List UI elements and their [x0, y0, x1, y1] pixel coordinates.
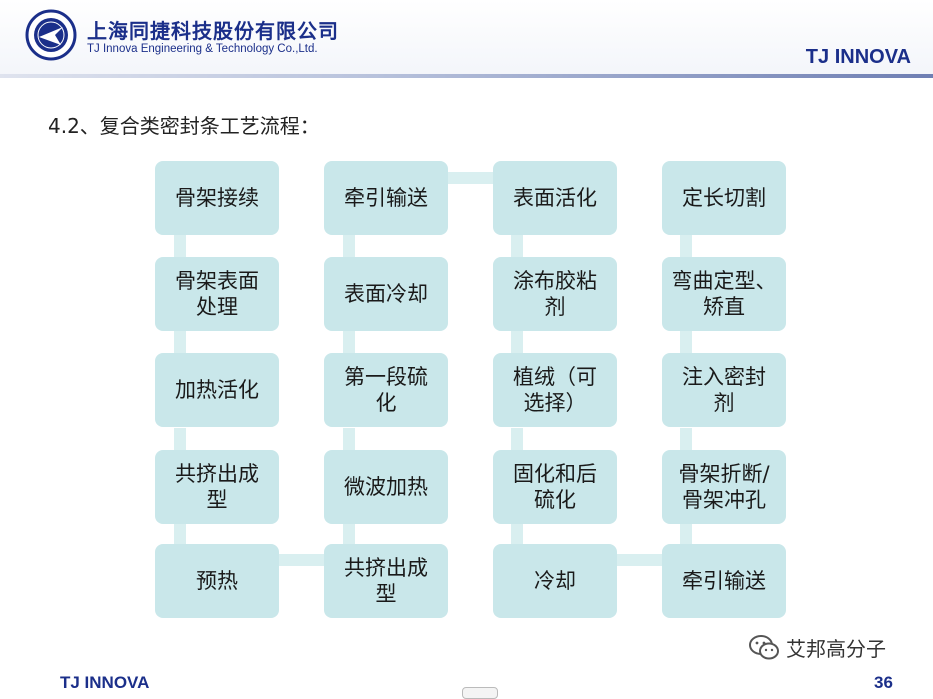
company-name-cn: 上海同捷科技股份有限公司	[87, 19, 339, 43]
connector	[174, 522, 186, 546]
flow-step-box: 植绒（可 选择）	[493, 353, 617, 427]
flow-step-box: 弯曲定型、 矫直	[662, 257, 786, 331]
flow-step-box: 注入密封 剂	[662, 353, 786, 427]
connector	[343, 235, 355, 259]
connector	[279, 554, 324, 566]
flow-step-box: 骨架表面 处理	[155, 257, 279, 331]
flow-step-box: 加热活化	[155, 353, 279, 427]
page-number: 36	[874, 673, 893, 692]
connector	[448, 172, 493, 184]
connector	[680, 428, 692, 452]
flow-step-box: 骨架折断/ 骨架冲孔	[662, 450, 786, 524]
flow-step-box: 定长切割	[662, 161, 786, 235]
flow-step-box: 骨架接续	[155, 161, 279, 235]
flow-step-box: 共挤出成 型	[155, 450, 279, 524]
wechat-icon	[749, 634, 779, 659]
flow-step-box: 表面冷却	[324, 257, 448, 331]
flow-step-box: 预热	[155, 544, 279, 618]
connector	[680, 235, 692, 259]
connector	[617, 554, 662, 566]
footer-brand: TJ INNOVA	[60, 673, 150, 692]
watermark: 艾邦高分子	[748, 633, 886, 662]
header-divider	[0, 74, 933, 78]
connector	[343, 428, 355, 452]
section-title: 4.2、复合类密封条工艺流程：	[48, 114, 320, 138]
flow-step-box: 冷却	[493, 544, 617, 618]
flow-step-box: 微波加热	[324, 450, 448, 524]
connector	[174, 428, 186, 452]
connector	[174, 235, 186, 259]
connector	[343, 331, 355, 355]
connector	[511, 522, 523, 546]
company-name-en: TJ Innova Engineering & Technology Co.,L…	[87, 43, 318, 55]
flow-step-box: 牵引输送	[324, 161, 448, 235]
flow-step-box: 表面活化	[493, 161, 617, 235]
company-seal-logo	[25, 9, 77, 61]
connector	[680, 331, 692, 355]
watermark-text: 艾邦高分子	[786, 637, 886, 661]
connector	[680, 522, 692, 546]
flow-step-box: 涂布胶粘 剂	[493, 257, 617, 331]
connector	[174, 331, 186, 355]
slide-nav-button[interactable]	[462, 687, 498, 699]
connector	[511, 235, 523, 259]
connector	[511, 331, 523, 355]
flow-step-box: 共挤出成 型	[324, 544, 448, 618]
connector	[511, 428, 523, 452]
header-bar	[0, 0, 933, 76]
flow-step-box: 第一段硫 化	[324, 353, 448, 427]
connector	[343, 522, 355, 546]
flow-step-box: 牵引输送	[662, 544, 786, 618]
flow-step-box: 固化和后 硫化	[493, 450, 617, 524]
brand-header: TJ INNOVA	[805, 46, 911, 68]
